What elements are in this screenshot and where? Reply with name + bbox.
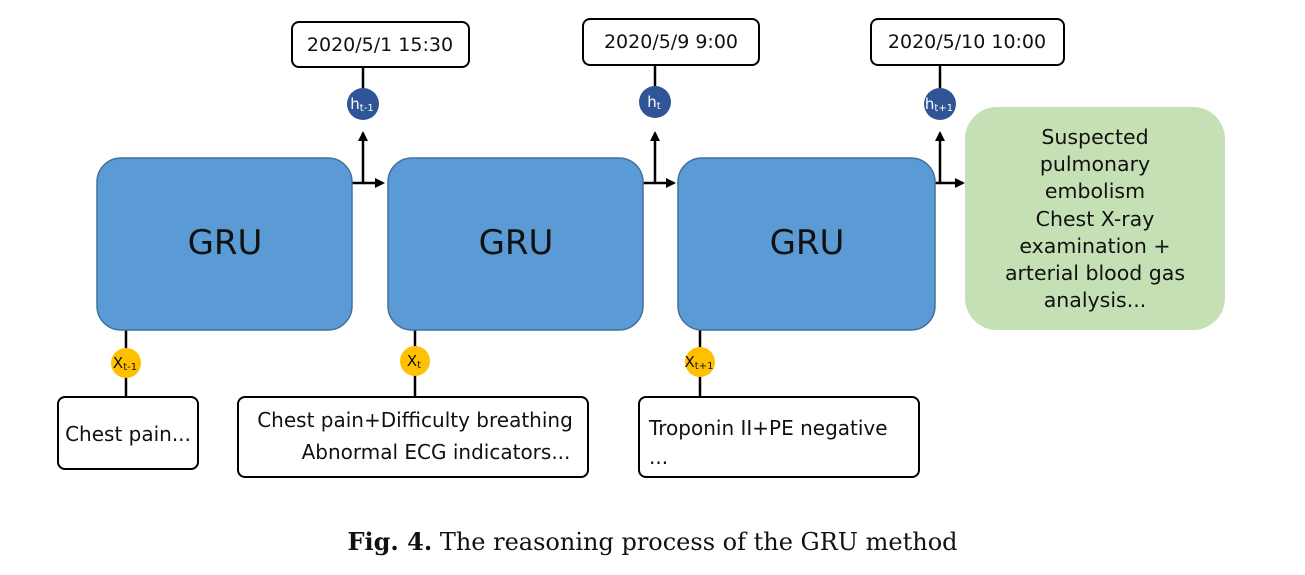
gru-block-1: GRU: [96, 157, 353, 331]
hidden-state-node-2: ht: [639, 86, 671, 118]
hidden-state-node-1: ht-1: [347, 88, 379, 120]
svg-text:ht-1: ht-1: [350, 95, 373, 114]
output-line-5: examination +: [1019, 234, 1170, 258]
hidden-output-connector-1: [352, 131, 368, 185]
hidden-base-1: h: [350, 95, 360, 113]
input-base-1: X: [113, 354, 123, 372]
output-line-6: arterial blood gas: [1005, 261, 1185, 285]
diagnosis-output-box: Suspected pulmonary embolism Chest X-ray…: [965, 107, 1225, 330]
input-base-3: X: [685, 353, 695, 371]
input-text-3-line-2: ...: [649, 445, 668, 469]
hidden-state-node-3: ht+1: [924, 88, 956, 120]
hidden-base-3: h: [925, 95, 935, 113]
output-line-4: Chest X-ray: [1036, 207, 1155, 231]
svg-text:Xt+1: Xt+1: [685, 353, 714, 372]
gru-label-1: GRU: [188, 223, 263, 263]
gru-label-2: GRU: [479, 223, 554, 263]
input-node-2: Xt: [400, 346, 430, 376]
gru-label-3: GRU: [770, 223, 845, 263]
input-node-1: Xt-1: [111, 348, 141, 378]
hidden-sub-2: t: [657, 101, 661, 112]
output-line-7: analysis...: [1044, 288, 1147, 312]
figure-caption: Fig. 4. The reasoning process of the GRU…: [0, 527, 1305, 556]
hidden-base-2: h: [647, 93, 657, 111]
output-line-2: pulmonary: [1040, 152, 1150, 176]
input-sub-1: t-1: [123, 362, 137, 373]
caption-prefix: Fig. 4.: [347, 527, 433, 556]
input-sub-2: t: [417, 360, 421, 371]
input-node-3: Xt+1: [685, 347, 715, 377]
timestamp-text-2: 2020/5/9 9:00: [604, 31, 738, 53]
connectors: [124, 66, 965, 397]
input-text-box-3: Troponin II+PE negative ...: [638, 396, 920, 478]
input-text-box-2: Chest pain+Difficulty breathing Abnormal…: [237, 396, 589, 478]
hidden-output-connector-2: [643, 131, 660, 185]
svg-text:ht+1: ht+1: [925, 95, 953, 114]
hidden-sub-1: t-1: [360, 103, 374, 114]
hidden-sub-3: t+1: [934, 103, 953, 114]
input-text-2-line-2: Abnormal ECG indicators...: [302, 440, 571, 464]
timestamp-box-3: 2020/5/10 10:00: [870, 18, 1065, 66]
gru-block-3: GRU: [677, 157, 936, 331]
input-sub-3: t+1: [695, 361, 714, 372]
timestamp-text-3: 2020/5/10 10:00: [888, 31, 1046, 53]
input-text-box-1: Chest pain...: [57, 396, 199, 470]
svg-text:Xt: Xt: [407, 352, 421, 371]
svg-text:ht: ht: [647, 93, 661, 112]
timestamp-box-2: 2020/5/9 9:00: [582, 18, 760, 66]
input-text-1-line-1: Chest pain...: [65, 422, 191, 446]
input-base-2: X: [407, 352, 417, 370]
input-text-3-line-1: Troponin II+PE negative: [648, 416, 888, 440]
timestamp-text-1: 2020/5/1 15:30: [307, 34, 453, 56]
timestamp-box-1: 2020/5/1 15:30: [291, 21, 470, 68]
output-line-1: Suspected: [1041, 125, 1148, 149]
caption-text: The reasoning process of the GRU method: [439, 528, 958, 556]
input-text-2-line-1: Chest pain+Difficulty breathing: [257, 408, 573, 432]
svg-text:Xt-1: Xt-1: [113, 354, 137, 373]
output-line-3: embolism: [1045, 179, 1145, 203]
hidden-output-connector-3: [935, 131, 945, 185]
gru-block-2: GRU: [387, 157, 644, 331]
